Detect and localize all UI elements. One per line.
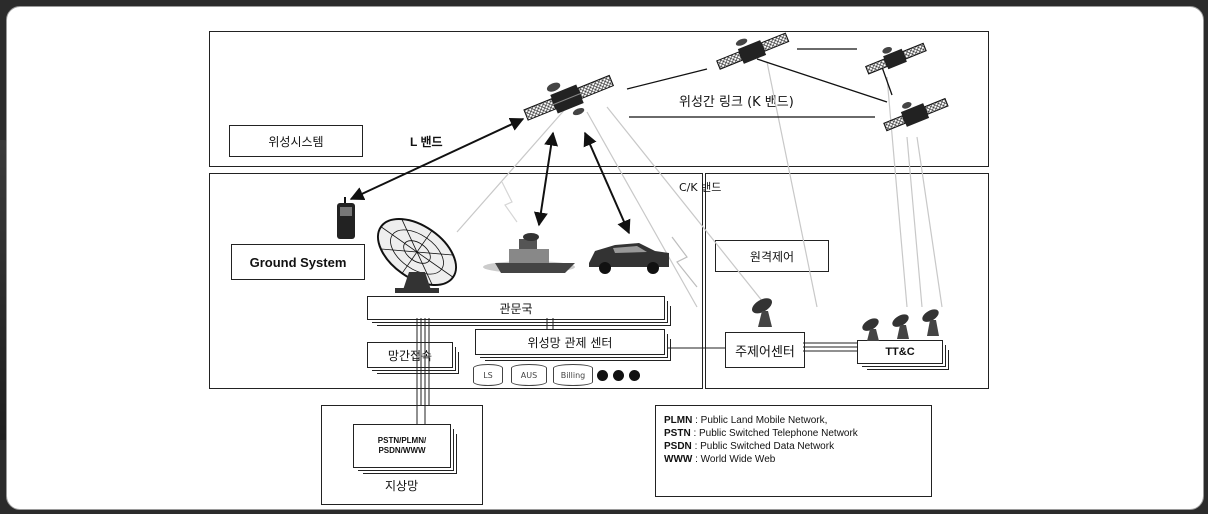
dish-antenna-icon [862,318,879,341]
noc-label: 위성망 관제 센터 [527,335,613,350]
legend-row: PSTN : Public Switched Telephone Network [664,428,858,439]
network-operations-center-box: 위성망 관제 센터 [475,329,665,355]
legend: PLMN : Public Land Mobile Network, PSTN … [655,405,932,497]
main-control-center-box: 주제어센터 [725,332,805,368]
legend-row: WWW : World Wide Web [664,454,776,465]
satellite-icon [865,42,927,75]
terrestrial-network-box: PSTN/PLMN/ PSDN/WWW [353,424,451,468]
ground-system-box: Ground System [231,244,365,280]
legend-row: PLMN : Public Land Mobile Network, [664,415,828,426]
inter-satellite-link-label: 위성간 링크 (K 밴드) [679,95,794,110]
diagram-graphics [337,32,949,424]
database-aus: AUS [511,364,547,386]
mobile-phone-icon [337,197,355,239]
dish-antenna-icon [892,314,909,339]
remote-control-box: 원격제어 [715,240,829,272]
satellite-system-box: 위성시스템 [229,125,363,157]
satellite-icon [883,97,949,132]
terrestrial-network-label: 지상망 [385,479,419,493]
ttc-box: TT&C [857,340,943,364]
remote-control-label: 원격제어 [749,249,795,264]
satellite-icon [523,74,615,121]
database-ls: LS [473,364,503,386]
diagram-frame: 위성시스템 L 밴드 위성간 링크 (K 밴드) C/K 밴드 Ground S… [6,6,1204,510]
satellite-icon [716,32,790,70]
dish-antenna-icon [752,298,772,327]
terrestrial-box-label: PSTN/PLMN/ PSDN/WWW [377,436,427,455]
ck-band-label: C/K 밴드 [679,181,722,194]
ship-icon [483,233,575,273]
car-icon [589,243,669,274]
dish-antenna-icon [922,309,939,336]
legend-row: PSDN : Public Switched Data Network [664,441,835,452]
gateway-label: 관문국 [499,301,533,316]
ellipsis-dot [613,370,624,381]
inter-satellite-links [626,48,893,118]
ground-system-label: Ground System [249,254,347,270]
ttc-label: TT&C [885,346,915,358]
database-billing: Billing [553,364,593,386]
band-arrows [349,117,631,235]
ellipsis-dot [597,370,608,381]
dish-antenna-icon [376,217,458,293]
gateway-box: 관문국 [367,296,665,320]
main-control-label: 주제어센터 [735,344,795,360]
ellipsis-dot [629,370,640,381]
satellite-system-label: 위성시스템 [268,134,324,149]
connection-lines [416,318,857,424]
